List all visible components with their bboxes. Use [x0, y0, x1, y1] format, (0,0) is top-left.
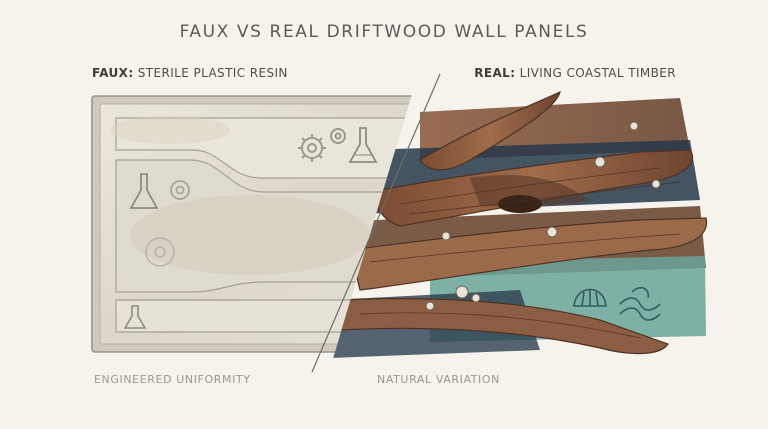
real-heading: REAL: LIVING COASTAL TIMBER — [474, 66, 676, 80]
real-heading-prefix: REAL: — [474, 66, 516, 80]
faux-heading-text: STERILE PLASTIC RESIN — [133, 66, 288, 80]
faux-caption: ENGINEERED UNIFORMITY — [94, 373, 251, 386]
wood-knot — [498, 195, 542, 213]
resin-channel-top — [115, 117, 431, 179]
faux-heading: FAUX: STERILE PLASTIC RESIN — [92, 66, 288, 80]
real-panel — [330, 90, 708, 358]
gear-icon — [145, 180, 190, 267]
flask-icon — [348, 127, 378, 163]
barnacle-icon — [425, 121, 661, 311]
page-title: FAUX VS REAL DRIFTWOOD WALL PANELS — [179, 22, 589, 42]
wave-icon — [619, 286, 661, 321]
shell-icon — [573, 288, 607, 307]
flask-icon — [123, 305, 147, 329]
real-caption: NATURAL VARIATION — [377, 373, 500, 386]
panel-divider — [311, 73, 441, 373]
real-heading-text: LIVING COASTAL TIMBER — [515, 66, 676, 80]
gear-icon — [298, 128, 346, 162]
faux-heading-prefix: FAUX: — [92, 66, 134, 80]
flask-icon — [129, 173, 159, 209]
